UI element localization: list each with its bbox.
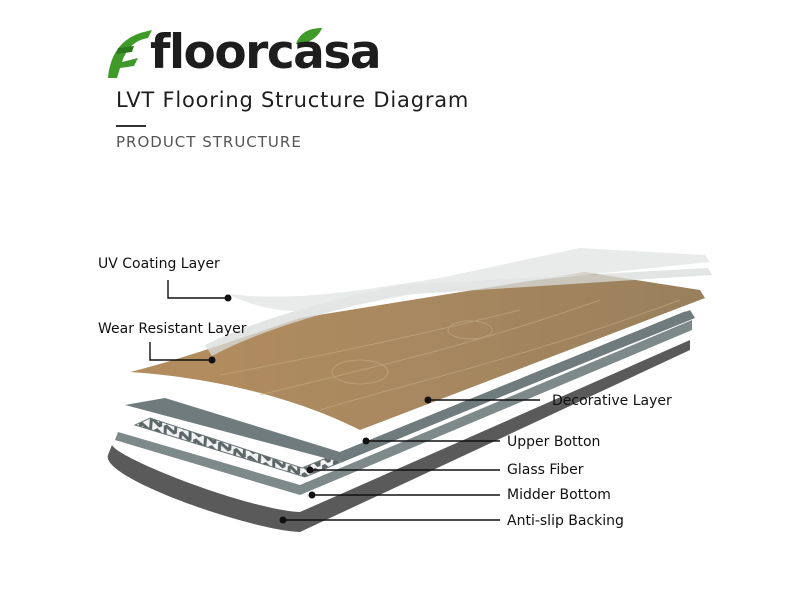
midder-bottom-dot xyxy=(308,491,316,499)
label-midder-bottom: Midder Bottom xyxy=(507,487,611,503)
label-upper-bottom: Upper Botton xyxy=(507,434,600,450)
leader-dots xyxy=(208,294,432,524)
brand-name: floorcasa xyxy=(150,25,382,80)
wood-grain xyxy=(219,299,681,411)
decorative-dot xyxy=(424,396,432,404)
decorative-layer xyxy=(130,272,705,430)
upper-bottom-layer xyxy=(125,310,695,462)
uv-coating-dot xyxy=(224,294,232,302)
label-anti-slip: Anti-slip Backing xyxy=(507,513,624,529)
anti-slip-dot xyxy=(279,516,287,524)
leader-lines xyxy=(149,280,540,521)
label-decorative: Decorative Layer xyxy=(552,393,672,409)
label-glass-fiber: Glass Fiber xyxy=(507,462,584,478)
leaf-f-icon xyxy=(108,30,152,78)
label-wear-resistant: Wear Resistant Layer xyxy=(98,321,247,337)
title-divider xyxy=(116,125,146,127)
upper-bottom-dot xyxy=(362,437,370,445)
uv-coating-layer xyxy=(228,248,710,312)
brand-logo: floorcasa xyxy=(104,26,384,80)
glass-fiber-dot xyxy=(306,466,314,474)
wear-resistant-dot xyxy=(208,356,216,364)
page-subtitle: PRODUCT STRUCTURE xyxy=(116,133,302,151)
glass-fiber-layer xyxy=(133,311,691,478)
label-uv-coating: UV Coating Layer xyxy=(98,256,220,272)
page-title: LVT Flooring Structure Diagram xyxy=(116,88,470,112)
leaf-accent-icon xyxy=(296,28,322,44)
